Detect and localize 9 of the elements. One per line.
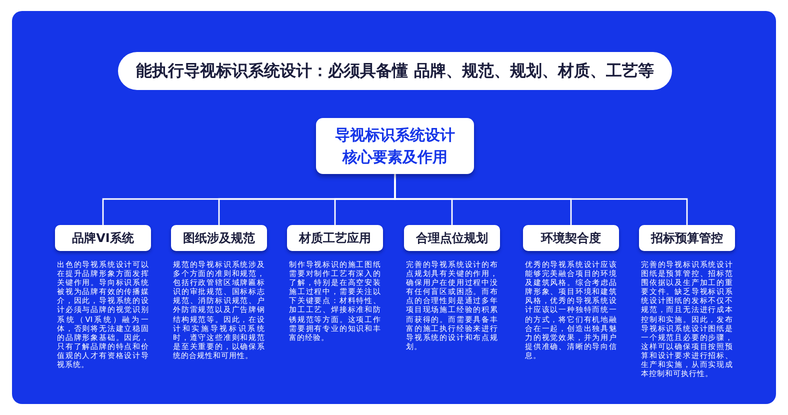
category-box: 品牌VI系统 — [55, 225, 151, 251]
connector-line — [394, 174, 688, 225]
category-box: 招标预算管控 — [639, 225, 735, 251]
category-box: 合理点位规划 — [404, 225, 500, 251]
category-box: 图纸涉及规范 — [171, 225, 267, 251]
topic-box: 导视标识系统设计核心要素及作用 — [316, 118, 474, 174]
category-box: 材质工艺应用 — [287, 225, 383, 251]
category-box: 环境契合度 — [523, 225, 619, 251]
title-banner: 能执行导视标识系统设计：必须具备懂 品牌、规范、规划、材质、工艺等 — [118, 52, 672, 90]
